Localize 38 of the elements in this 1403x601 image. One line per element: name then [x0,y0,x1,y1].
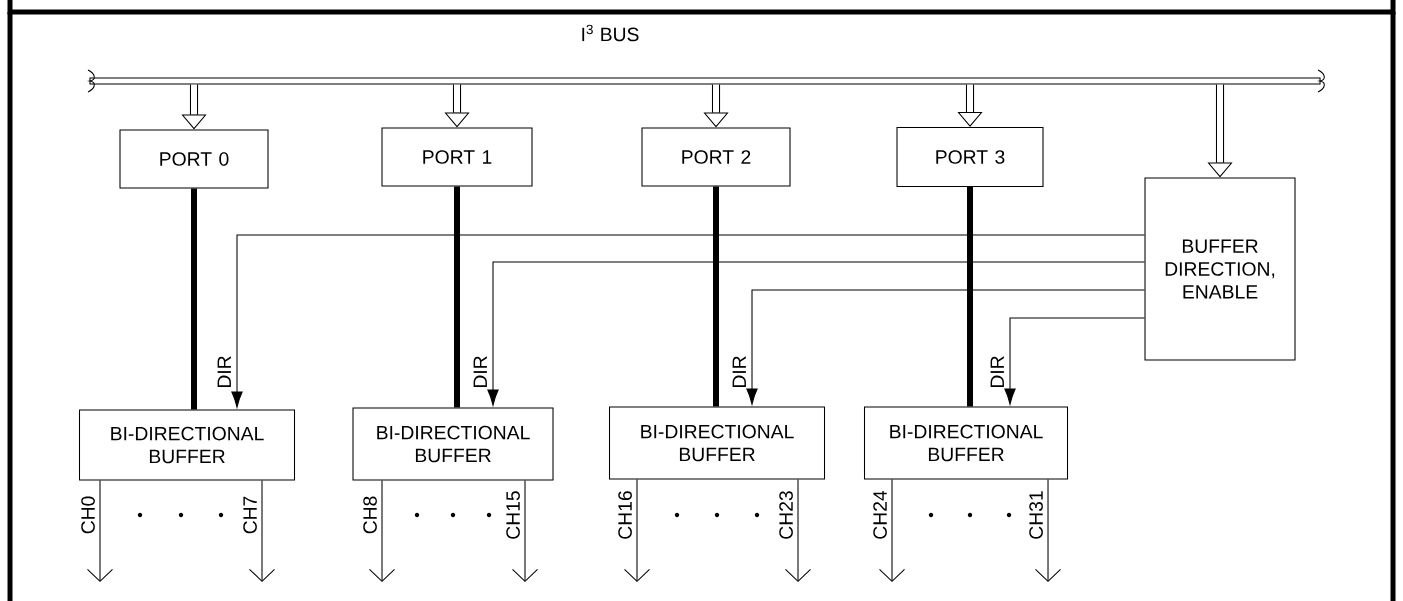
edge-label: DIR [217,356,231,388]
signal-line [191,188,197,410]
arrow [512,480,539,582]
edge-label: CH16 [618,491,632,539]
process-box: PORT 1 [381,127,533,187]
edge-label: CH24 [873,490,887,539]
arrow [879,479,906,582]
signal-line [967,187,973,407]
edge-label: DIR [990,356,1004,388]
process-box: BI-DIRECTIONAL BUFFER [352,407,554,481]
process-box: BI-DIRECTIONAL BUFFER [78,409,296,481]
edge-label: CH23 [779,491,793,539]
arrow [1004,317,1145,405]
arrow [746,289,1145,405]
arrow [231,234,1145,408]
arrow [369,480,396,582]
edge-label: DIR [473,356,487,388]
process-box: PORT 0 [119,129,269,189]
process-box: BUFFER DIRECTION, ENABLE [1144,177,1296,361]
edge-label: DIR [732,356,746,388]
arrow [785,479,812,582]
bus-line: I$^{3}$ BUS [87,24,1325,93]
arrow [1035,479,1062,582]
process-box: BI-DIRECTIONAL BUFFER [609,406,826,480]
edge-label: CH15 [506,491,520,539]
edge-label: CH31 [1029,491,1043,539]
arrow [249,480,276,582]
arrow [86,480,114,582]
edge-label: CH8 [363,496,377,534]
process-box: PORT 3 [896,126,1044,188]
arrow [624,479,651,582]
signal-line [454,186,460,408]
arrow [487,261,1145,406]
edge-label: CH0 [81,496,95,534]
process-box: BI-DIRECTIONAL BUFFER [864,406,1069,480]
signal-line [713,186,719,407]
edge-label: CH7 [243,496,257,534]
process-box: PORT 2 [641,127,791,187]
